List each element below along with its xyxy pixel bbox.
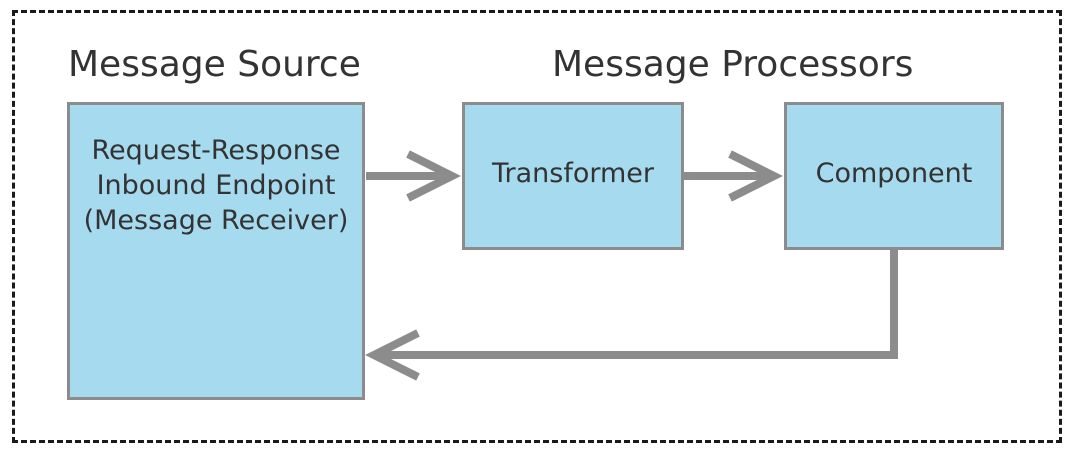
inbound-endpoint-box: Request-Response Inbound Endpoint (Messa…	[67, 102, 365, 400]
message-processors-heading: Message Processors	[552, 44, 914, 85]
message-source-heading: Message Source	[68, 44, 361, 85]
component-box: Component	[784, 102, 1004, 250]
component-label: Component	[815, 157, 973, 189]
transformer-label: Transformer	[491, 157, 654, 189]
dashed-boundary	[12, 10, 1062, 443]
inbound-endpoint-label: Request-Response Inbound Endpoint (Messa…	[83, 135, 349, 236]
transformer-box: Transformer	[462, 102, 684, 250]
